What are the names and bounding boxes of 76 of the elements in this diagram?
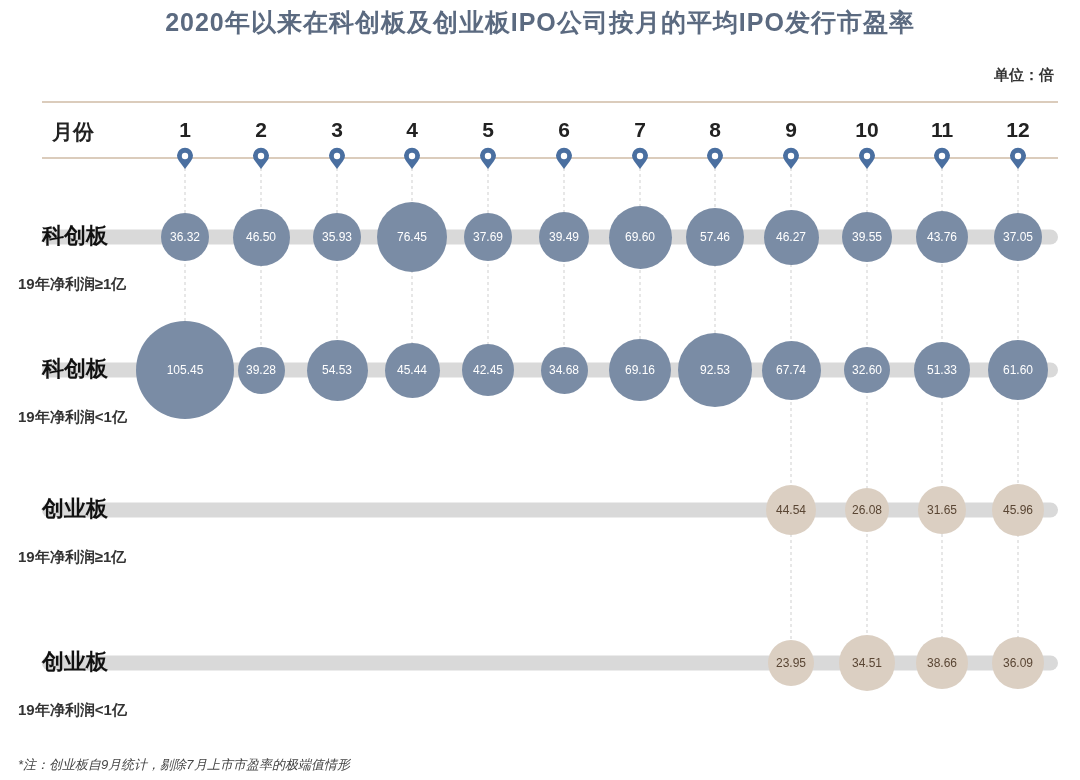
value-label: 67.74 xyxy=(776,363,806,377)
bubble xyxy=(916,211,968,263)
value-label: 61.60 xyxy=(1003,363,1033,377)
month-label: 12 xyxy=(1005,118,1031,142)
bubble xyxy=(768,640,814,686)
value-label: 36.09 xyxy=(1003,656,1033,670)
row-label: 创业板 xyxy=(42,648,108,676)
value-label: 46.50 xyxy=(246,230,276,244)
value-label: 39.49 xyxy=(549,230,579,244)
row-sublabel: 19年净利润<1亿 xyxy=(18,701,127,720)
value-label: 45.96 xyxy=(1003,503,1033,517)
bubble xyxy=(539,212,589,262)
value-label: 38.66 xyxy=(927,656,957,670)
bubble xyxy=(914,342,970,398)
month-label: 10 xyxy=(854,118,880,142)
month-label: 6 xyxy=(557,118,571,142)
value-label: 51.33 xyxy=(927,363,957,377)
value-label: 39.55 xyxy=(852,230,882,244)
value-label: 42.45 xyxy=(473,363,503,377)
month-label: 5 xyxy=(481,118,495,142)
bubble xyxy=(994,213,1042,261)
bubble xyxy=(916,637,968,689)
bubble xyxy=(842,212,892,262)
row-sublabel: 19年净利润≥1亿 xyxy=(18,275,127,294)
value-label: 34.51 xyxy=(852,656,882,670)
month-label: 7 xyxy=(633,118,647,142)
value-label: 76.45 xyxy=(397,230,427,244)
bubble xyxy=(766,485,816,535)
value-label: 46.27 xyxy=(776,230,806,244)
month-label: 4 xyxy=(405,118,419,142)
value-label: 32.60 xyxy=(852,363,882,377)
bubble xyxy=(686,208,744,266)
value-label: 37.69 xyxy=(473,230,503,244)
bubble xyxy=(313,213,361,261)
value-label: 57.46 xyxy=(700,230,730,244)
value-label: 43.76 xyxy=(927,230,957,244)
bubble xyxy=(845,488,889,532)
value-label: 54.53 xyxy=(322,363,352,377)
bubble xyxy=(462,344,514,396)
value-label: 44.54 xyxy=(776,503,806,517)
column-header: 月份 xyxy=(52,119,94,145)
value-label: 105.45 xyxy=(166,363,204,377)
month-label: 3 xyxy=(330,118,344,142)
bubble xyxy=(161,213,209,261)
month-label: 8 xyxy=(708,118,722,142)
value-label: 92.53 xyxy=(700,363,730,377)
month-label: 11 xyxy=(929,118,955,142)
value-label: 34.68 xyxy=(549,363,579,377)
row-label: 科创板 xyxy=(42,222,108,250)
title: 2020年以来在科创板及创业板IPO公司按月的平均IPO发行市盈率 xyxy=(164,7,916,38)
value-label: 39.28 xyxy=(246,363,276,377)
value-label: 37.05 xyxy=(1003,230,1033,244)
row-label: 创业板 xyxy=(42,495,108,523)
value-label: 36.32 xyxy=(170,230,200,244)
value-label: 23.95 xyxy=(776,656,806,670)
value-label: 69.60 xyxy=(625,230,655,244)
bubble xyxy=(992,484,1044,536)
month-label: 2 xyxy=(254,118,268,142)
value-label: 31.65 xyxy=(927,503,957,517)
month-label: 1 xyxy=(178,118,192,142)
value-label: 69.16 xyxy=(625,363,655,377)
row-label: 科创板 xyxy=(42,355,108,383)
unit-label: 单位：倍 xyxy=(994,66,1054,85)
row-sublabel: 19年净利润≥1亿 xyxy=(18,548,127,567)
bubble xyxy=(992,637,1044,689)
bubble xyxy=(918,486,966,534)
month-label: 9 xyxy=(784,118,798,142)
row-sublabel: 19年净利润<1亿 xyxy=(18,408,127,427)
footnote: *注：创业板自9月统计，剔除7月上市市盈率的极端值情形 xyxy=(18,756,350,774)
value-label: 35.93 xyxy=(322,230,352,244)
bubble xyxy=(464,213,512,261)
value-label: 45.44 xyxy=(397,363,427,377)
bubble xyxy=(988,340,1048,400)
bubble xyxy=(844,347,890,393)
value-label: 26.08 xyxy=(852,503,882,517)
bubble xyxy=(839,635,895,691)
